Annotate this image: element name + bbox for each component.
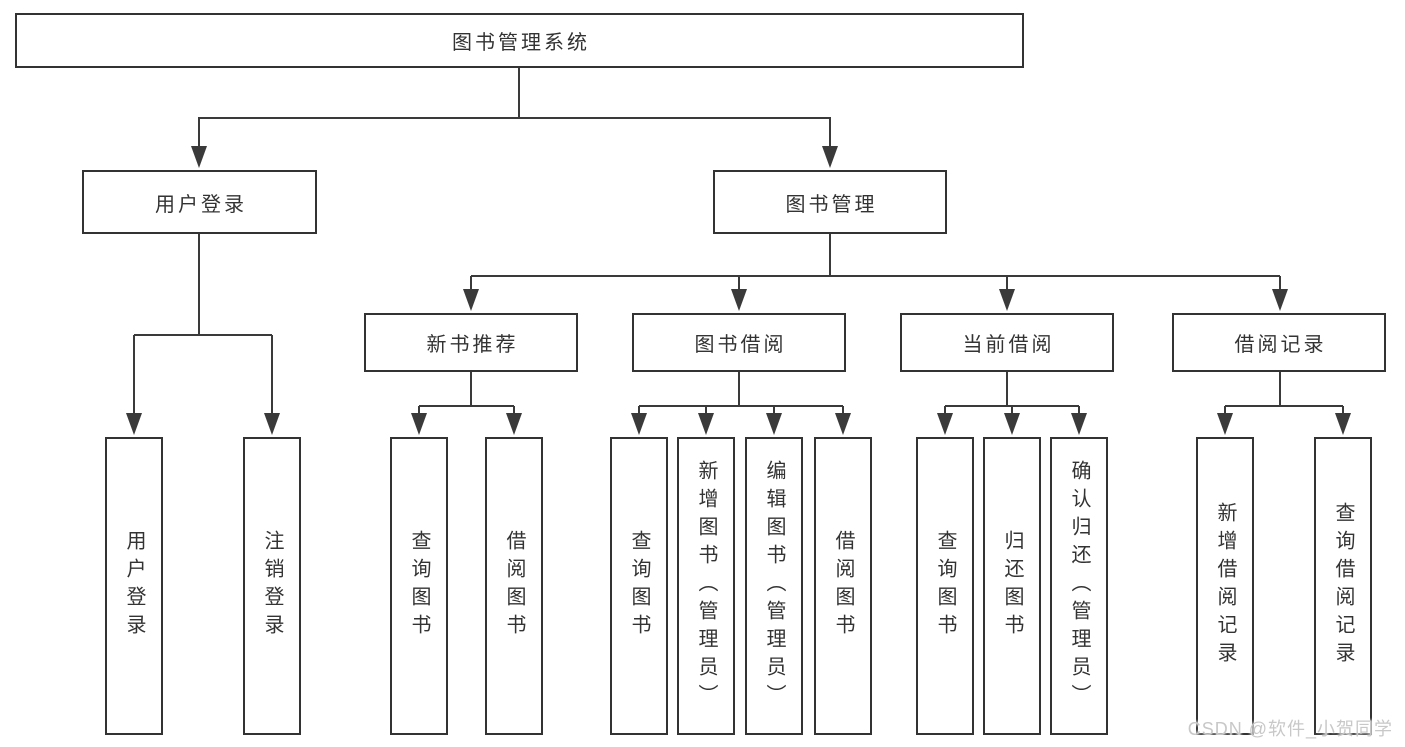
arrow-user-login	[191, 146, 207, 168]
node-root-system: 图书管理系统	[15, 13, 1024, 68]
arrow-records-leaf2	[1335, 413, 1351, 435]
node-borrowing-records: 借阅记录	[1172, 313, 1386, 372]
arrow-borrow	[731, 289, 747, 311]
node-book-borrowing-label: 图书借阅	[694, 334, 787, 356]
arrow-borrow-leaf3	[766, 413, 782, 435]
leaf-add-books-admin: 新增图书（管理员）	[677, 437, 735, 735]
node-new-book-recommendation: 新书推荐	[364, 313, 578, 372]
node-root-system-label: 图书管理系统	[452, 32, 590, 54]
leaf-newbook-query-books: 查询图书	[390, 437, 448, 735]
leaf-borrow-query-books-label: 查询图书	[628, 530, 650, 642]
arrow-newbook-leaf1	[411, 413, 427, 435]
arrow-current-leaf3	[1071, 413, 1087, 435]
arrow-borrow-leaf4	[835, 413, 851, 435]
leaf-add-borrow-record-label: 新增借阅记录	[1214, 502, 1236, 670]
leaf-confirm-return-admin-label: 确认归还（管理员）	[1068, 460, 1090, 712]
arrow-book-mgmt	[822, 146, 838, 168]
arrow-records-leaf1	[1217, 413, 1233, 435]
node-book-management-module: 图书管理	[713, 170, 947, 234]
leaf-logout: 注销登录	[243, 437, 301, 735]
arrow-login-leaf2	[264, 413, 280, 435]
leaf-newbook-query-books-label: 查询图书	[408, 530, 430, 642]
node-user-login-module-label: 用户登录	[155, 193, 247, 216]
leaf-query-borrow-record-label: 查询借阅记录	[1332, 502, 1354, 670]
leaf-current-query-books: 查询图书	[916, 437, 974, 735]
leaf-current-query-books-label: 查询图书	[934, 530, 956, 642]
arrow-borrow-leaf1	[631, 413, 647, 435]
node-book-borrowing: 图书借阅	[632, 313, 846, 372]
leaf-add-borrow-record: 新增借阅记录	[1196, 437, 1254, 735]
leaf-user-login-label: 用户登录	[123, 530, 145, 642]
leaf-edit-books-admin: 编辑图书（管理员）	[745, 437, 803, 735]
node-new-book-recommendation-label: 新书推荐	[426, 334, 519, 356]
node-current-borrowing-label: 当前借阅	[962, 334, 1055, 356]
leaf-edit-books-admin-label: 编辑图书（管理员）	[763, 460, 785, 712]
arrow-newbook	[463, 289, 479, 311]
arrow-current-leaf2	[1004, 413, 1020, 435]
node-borrowing-records-label: 借阅记录	[1234, 334, 1327, 356]
leaf-newbook-borrow-books-label: 借阅图书	[503, 530, 525, 642]
csdn-watermark: CSDN @软件_小贺同学	[1187, 719, 1393, 739]
arrow-borrow-leaf2	[698, 413, 714, 435]
leaf-confirm-return-admin: 确认归还（管理员）	[1050, 437, 1108, 735]
node-current-borrowing: 当前借阅	[900, 313, 1114, 372]
leaf-return-books: 归还图书	[983, 437, 1041, 735]
leaf-newbook-borrow-books: 借阅图书	[485, 437, 543, 735]
arrow-login-leaf1	[126, 413, 142, 435]
node-book-management-module-label: 图书管理	[785, 193, 878, 216]
leaf-borrow-books-label: 借阅图书	[832, 530, 854, 642]
node-user-login-module: 用户登录	[82, 170, 317, 234]
leaf-return-books-label: 归还图书	[1001, 530, 1023, 642]
leaf-add-books-admin-label: 新增图书（管理员）	[695, 460, 717, 712]
arrow-records	[1272, 289, 1288, 311]
leaf-logout-label: 注销登录	[261, 530, 283, 642]
arrow-current	[999, 289, 1015, 311]
arrow-current-leaf1	[937, 413, 953, 435]
leaf-query-borrow-record: 查询借阅记录	[1314, 437, 1372, 735]
leaf-borrow-books: 借阅图书	[814, 437, 872, 735]
leaf-user-login: 用户登录	[105, 437, 163, 735]
arrow-newbook-leaf2	[506, 413, 522, 435]
leaf-borrow-query-books: 查询图书	[610, 437, 668, 735]
